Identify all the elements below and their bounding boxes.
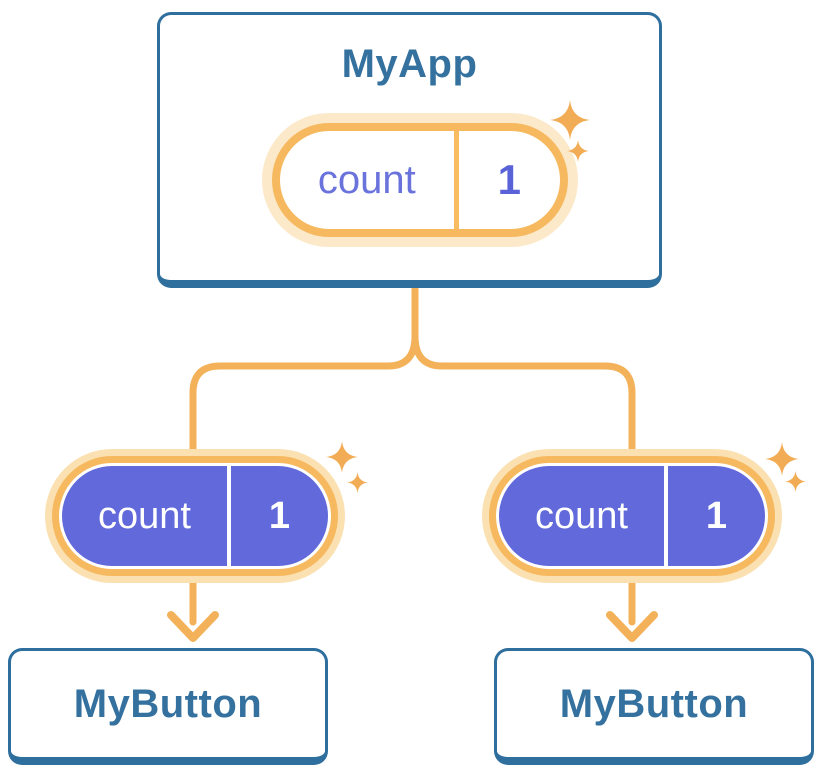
right-state-value-cell: 1 [668, 466, 765, 566]
right-child-component-card: MyButton [494, 648, 814, 765]
root-state-pill-ring: count 1 [272, 123, 568, 237]
left-child-pill-ring: count 1 [52, 456, 338, 576]
right-state-label-cell: count [499, 466, 664, 566]
left-child-component-title: MyButton [73, 681, 263, 726]
sparkle-icon [326, 441, 358, 473]
state-value: 1 [497, 156, 521, 203]
state-value: 1 [705, 494, 728, 537]
left-child-state-pill: count 1 [45, 449, 345, 583]
right-child-pill-ring: count 1 [489, 456, 775, 576]
left-state-value-cell: 1 [231, 466, 328, 566]
left-child-pill-body: count 1 [62, 466, 328, 566]
root-state-label-cell: count [280, 131, 454, 229]
root-component-title: MyApp [341, 42, 478, 86]
right-child-state-pill: count 1 [482, 449, 782, 583]
sparkle-icon [550, 100, 590, 140]
pill-divider [663, 466, 668, 566]
state-label: count [317, 157, 416, 202]
state-value: 1 [268, 494, 291, 537]
arrowhead-right-icon [606, 611, 658, 642]
pill-divider [453, 131, 459, 229]
left-child-component-card: MyButton [8, 648, 328, 765]
state-label: count [534, 494, 628, 537]
sparkle-icon [785, 471, 806, 492]
right-child-pill-body: count 1 [499, 466, 765, 566]
sparkle-icon [567, 140, 589, 162]
sparkle-icon [347, 472, 368, 493]
right-child-component-title: MyButton [559, 681, 749, 726]
arrowhead-left-icon [167, 611, 219, 642]
root-state-pill: count 1 [262, 113, 578, 247]
pill-divider [226, 466, 231, 566]
state-label: count [97, 494, 191, 537]
branch-right-line [411, 284, 636, 626]
left-state-label-cell: count [62, 466, 227, 566]
root-state-value-cell: 1 [459, 131, 560, 229]
sparkle-icon [765, 442, 799, 476]
